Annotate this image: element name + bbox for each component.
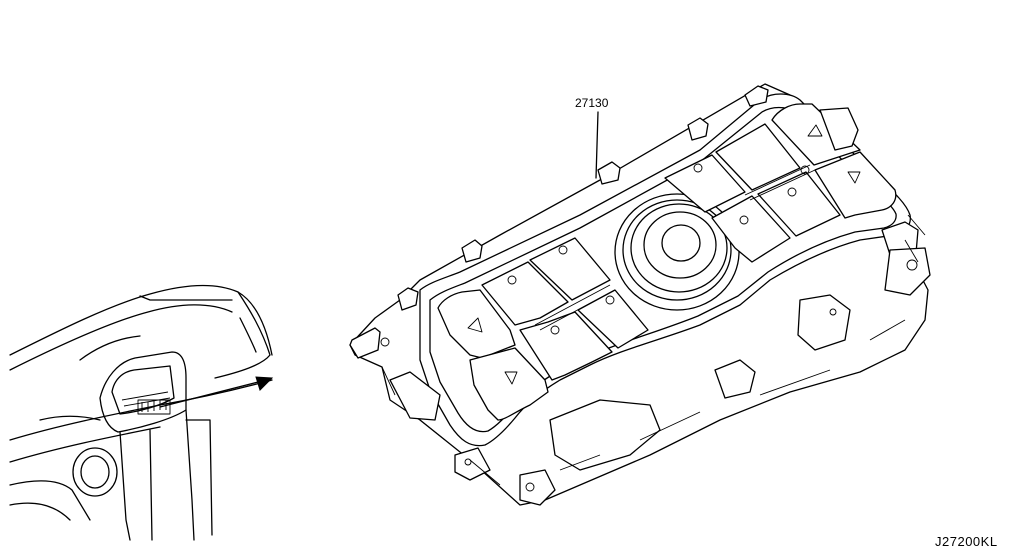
button-row2-a bbox=[519, 311, 613, 381]
leader-line bbox=[595, 111, 599, 179]
part-number-label: 27130 bbox=[575, 96, 609, 110]
control-panel-unit bbox=[349, 83, 931, 506]
rotary-knob bbox=[614, 193, 740, 311]
button-right-bottom bbox=[814, 151, 897, 219]
button-row2-d bbox=[757, 171, 841, 237]
indicator-led-icon bbox=[558, 245, 568, 255]
triangle-down-icon bbox=[504, 371, 518, 385]
drawing-code: J27200KL bbox=[935, 534, 998, 549]
triangle-up-icon bbox=[807, 124, 823, 137]
button-row1-a bbox=[481, 261, 569, 326]
button-left-bottom bbox=[469, 347, 549, 421]
indicator-led-icon bbox=[693, 163, 703, 173]
indicator-led-icon bbox=[550, 325, 560, 335]
indicator-led-icon bbox=[739, 215, 749, 225]
triangle-down-icon bbox=[847, 171, 861, 184]
button-row1-d bbox=[715, 123, 801, 191]
dashboard-inset bbox=[9, 284, 274, 541]
indicator-led-icon bbox=[507, 275, 517, 285]
button-row2-c bbox=[711, 195, 791, 263]
indicator-led-icon bbox=[787, 187, 797, 197]
button-row1-b bbox=[529, 237, 611, 301]
pointer-arrow bbox=[255, 376, 274, 391]
indicator-led-icon bbox=[605, 295, 615, 305]
indicator-led-icon bbox=[800, 165, 810, 175]
triangle-up-icon bbox=[467, 317, 483, 333]
button-row1-c bbox=[664, 154, 746, 213]
